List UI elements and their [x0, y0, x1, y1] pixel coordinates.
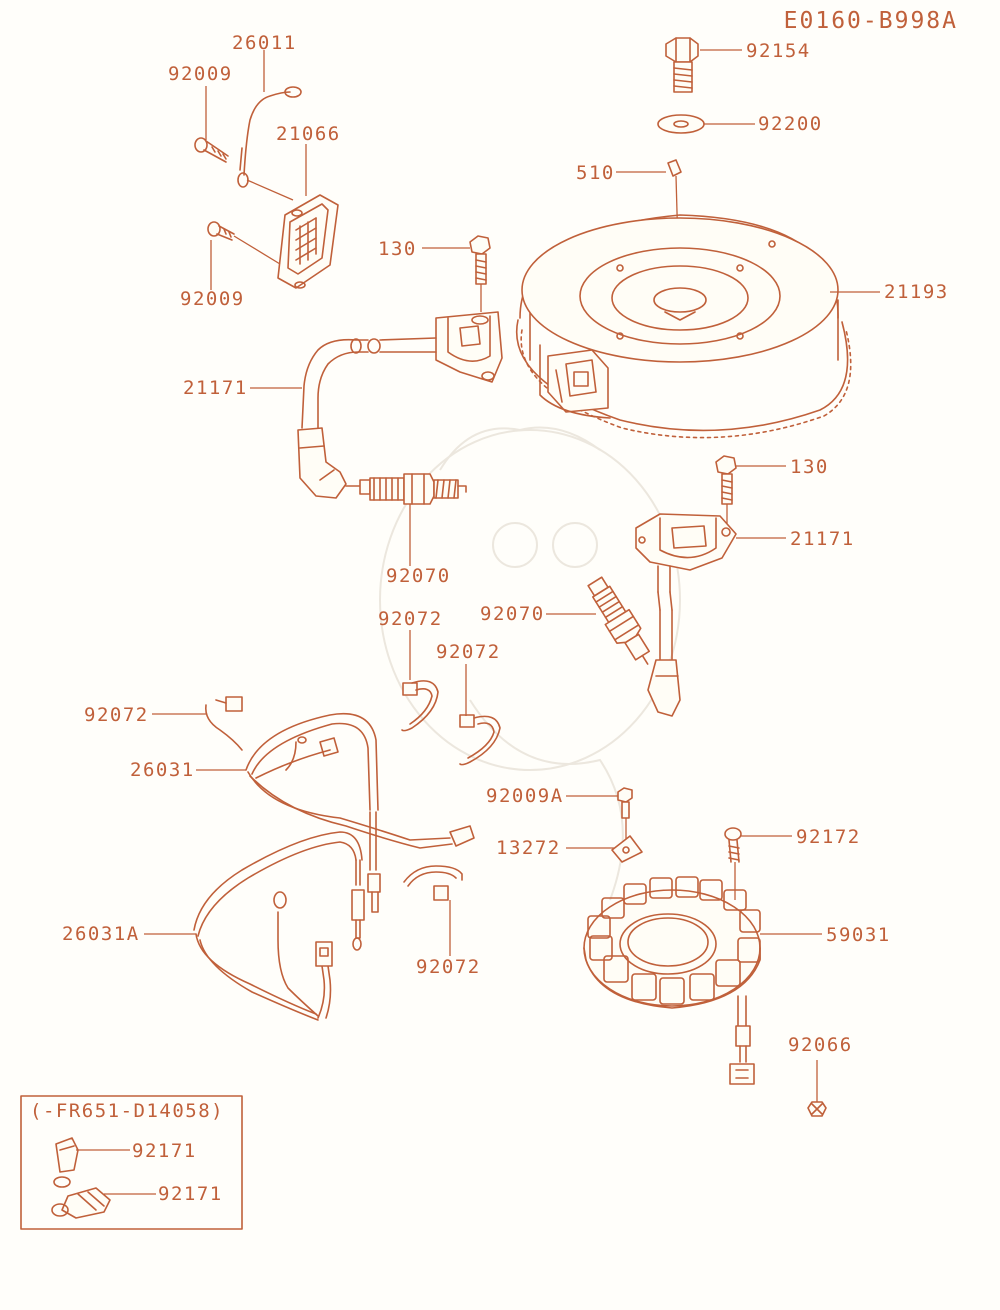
label-21193: 21193 — [884, 281, 949, 303]
label-92009-bottom: 92009 — [180, 288, 245, 310]
spark-plug-left — [345, 473, 467, 566]
inset-title: (-FR651-D14058) — [30, 1100, 224, 1122]
label-92009-top: 92009 — [168, 63, 233, 85]
label-92072-d: 92072 — [416, 956, 481, 978]
regulator-assembly — [194, 86, 339, 289]
nut-92066 — [807, 1060, 827, 1117]
part-labels: 26011 92009 21066 92009 92154 92200 510 … — [62, 32, 949, 1056]
label-92072-b: 92072 — [378, 608, 443, 630]
label-21066: 21066 — [276, 123, 341, 145]
label-130-upper: 130 — [378, 238, 417, 260]
wiring-harness-26031A — [193, 831, 363, 1021]
diagram-id: E0160-B998A — [784, 8, 958, 34]
label-13272: 13272 — [496, 837, 561, 859]
ignition-coil-upper — [297, 235, 503, 499]
flywheel — [515, 214, 852, 439]
label-92072-c: 92072 — [436, 641, 501, 663]
connector-92072-d — [403, 865, 463, 901]
connector-92072-c — [459, 714, 501, 766]
label-510: 510 — [576, 162, 615, 184]
label-26031: 26031 — [130, 759, 195, 781]
label-21171-right: 21171 — [790, 528, 855, 550]
label-26031A: 26031A — [62, 923, 140, 945]
label-92154: 92154 — [746, 40, 811, 62]
inset-label-1: 92171 — [132, 1140, 197, 1162]
leader-lines — [144, 49, 880, 956]
label-92072-a: 92072 — [84, 704, 149, 726]
screw-and-plate — [611, 787, 643, 863]
ignition-coil-lower — [635, 455, 737, 717]
label-21171-left: 21171 — [183, 377, 248, 399]
label-26011: 26011 — [232, 32, 297, 54]
wiring-harness-26031 — [204, 696, 475, 951]
label-92070-left: 92070 — [386, 565, 451, 587]
label-92200: 92200 — [758, 113, 823, 135]
label-130-lower: 130 — [790, 456, 829, 478]
label-92009A: 92009A — [486, 785, 564, 807]
spark-plug-right — [587, 576, 650, 665]
connector-92072-b — [401, 680, 439, 732]
inset-box: (-FR651-D14058) 92171 92171 — [20, 1095, 243, 1230]
flywheel-fasteners — [657, 37, 705, 321]
stator — [583, 827, 761, 1085]
label-92070-right: 92070 — [480, 603, 545, 625]
inset-label-2: 92171 — [158, 1183, 223, 1205]
label-92066: 92066 — [788, 1034, 853, 1056]
label-92172: 92172 — [796, 826, 861, 848]
label-59031: 59031 — [826, 924, 891, 946]
